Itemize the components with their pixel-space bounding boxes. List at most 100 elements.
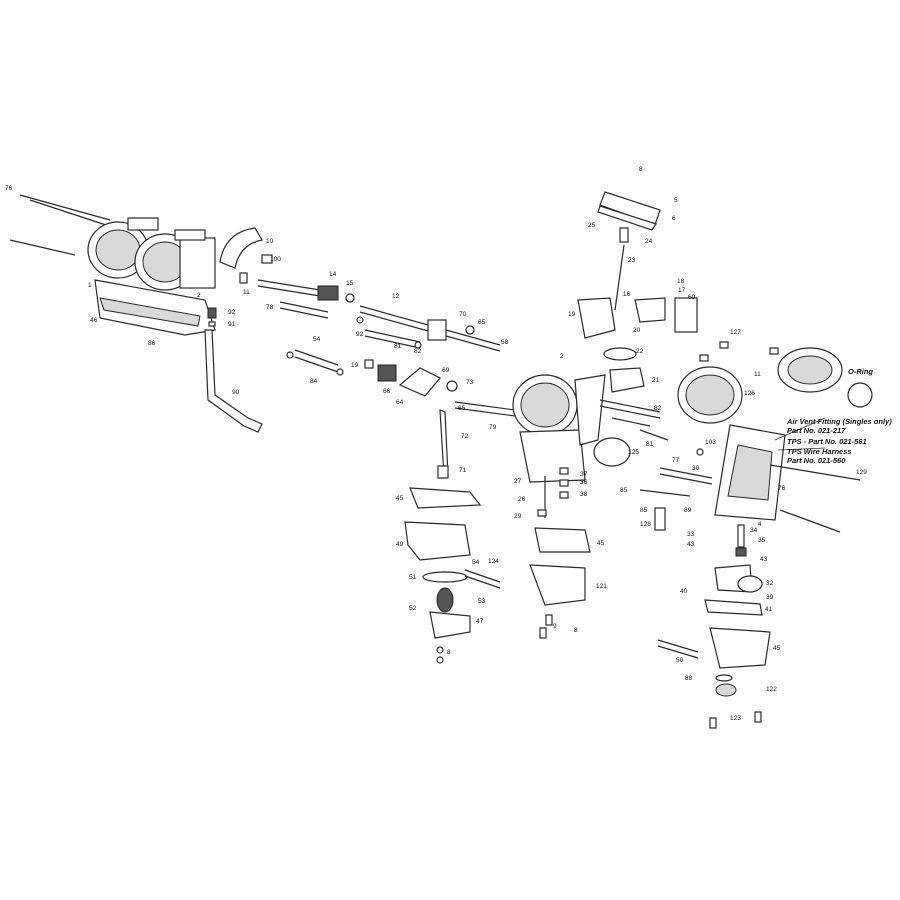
callout-number: 33	[687, 531, 695, 538]
callout-number: 43	[760, 556, 768, 563]
air-vent-part-label: Part No. 021-217	[787, 426, 846, 435]
callout-number: 126	[744, 390, 755, 397]
callout-number: 30	[692, 465, 700, 472]
callout-number: 45	[396, 495, 404, 502]
callout-number: 12	[392, 293, 400, 300]
callout-number: 20	[633, 327, 641, 334]
annotation-notes: O-Ring Air Vent Fitting (Singles only) P…	[786, 367, 892, 465]
callout-number: 18	[677, 278, 685, 285]
callout-number: 45	[773, 645, 781, 652]
callout-number: 36	[580, 479, 588, 486]
tps-harness-label: TPS Wire Harness	[787, 447, 852, 456]
callout-number: 8	[447, 649, 451, 656]
callout-number: 22	[636, 348, 644, 355]
callout-number: 78	[266, 304, 274, 311]
callout-number: 77	[672, 457, 680, 464]
callout-number: 47	[476, 618, 484, 625]
callout-number: 40	[680, 588, 688, 595]
callout-number: 54	[313, 336, 321, 343]
callout-number: 85	[640, 507, 648, 514]
tps-harness-part-label: Part No. 021-560	[787, 456, 846, 465]
callout-number: 8	[574, 627, 578, 634]
callout-number: 2	[560, 353, 564, 360]
callout-number: 71	[459, 467, 467, 474]
callout-number: 70	[459, 311, 467, 318]
callout-number: 37	[580, 471, 588, 478]
callout-number: 100	[270, 256, 281, 263]
callout-number: 127	[730, 329, 741, 336]
single-carburetor-right	[639, 341, 873, 729]
callout-number: 11	[243, 289, 250, 296]
callout-number: 9	[553, 623, 557, 630]
callout-number: 45	[597, 540, 605, 547]
callout-number: 81	[394, 343, 402, 350]
callout-number: 32	[766, 580, 774, 587]
callout-number: 1	[88, 282, 92, 289]
callout-number: 19	[568, 311, 576, 318]
callout-number: 52	[409, 605, 417, 612]
callout-number: 50	[676, 657, 684, 664]
callout-number: 29	[514, 513, 522, 520]
callout-number: 76	[5, 185, 13, 192]
callout-number: 65	[458, 405, 466, 412]
callout-number: 8	[0, 0, 4, 2]
callout-number: 66	[383, 388, 391, 395]
callout-number: 89	[684, 507, 692, 514]
callout-number: 128	[640, 521, 651, 528]
callout-number: 34	[750, 527, 758, 534]
callout-number: 41	[765, 606, 773, 613]
callout-number: 11	[754, 371, 761, 378]
throttle-shafts-left	[257, 279, 355, 319]
callout-number: 69	[442, 367, 450, 374]
callout-number: 90	[232, 389, 240, 396]
callout-number: 85	[620, 487, 628, 494]
callout-number: 17	[678, 287, 686, 294]
twin-carburetor-assembly	[9, 194, 263, 433]
callout-number: 121	[596, 583, 607, 590]
callout-number: 91	[228, 321, 236, 328]
callout-number: 82	[654, 405, 662, 412]
callout-number: 51	[409, 574, 417, 581]
callout-number: 49	[396, 541, 404, 548]
callout-number: 38	[580, 491, 588, 498]
callout-number: 86	[148, 340, 156, 347]
callout-number: 10	[266, 238, 274, 245]
callout-number: 21	[652, 377, 660, 384]
callout-number: 6	[672, 215, 676, 222]
throttle-bracket	[219, 227, 273, 284]
callout-number: 123	[730, 715, 741, 722]
callout-number: 16	[623, 291, 631, 298]
o-ring-label: O-Ring	[848, 367, 873, 376]
callout-number: 129	[856, 469, 867, 476]
callout-number: 84	[310, 378, 318, 385]
callout-number: 65	[478, 319, 486, 326]
callout-number: 60	[688, 294, 696, 301]
callout-number: 92	[356, 331, 364, 338]
callout-number: 4	[758, 521, 762, 528]
callout-number: 125	[628, 449, 639, 456]
air-vent-label: Air Vent Fitting (Singles only)	[786, 417, 892, 426]
callout-number: 2	[197, 292, 201, 299]
callout-number: 88	[685, 675, 693, 682]
tps-label: TPS - Part No. 021-561	[787, 437, 867, 446]
float-bowl-assembly-left	[404, 487, 501, 664]
callout-number: 79	[489, 424, 497, 431]
callout-number: 15	[346, 280, 354, 287]
callout-number: 43	[687, 541, 695, 548]
callout-number: 73	[466, 379, 474, 386]
callout-number: 58	[501, 339, 509, 346]
callout-number: 27	[514, 478, 522, 485]
callout-number: 35	[758, 537, 766, 544]
callout-number: 25	[588, 222, 596, 229]
single-carburetor-center	[512, 191, 698, 639]
callout-number: 103	[705, 439, 716, 446]
callout-number: 24	[645, 238, 653, 245]
callout-number: 8	[639, 166, 643, 173]
callout-number: 26	[518, 496, 526, 503]
callout-number: 5	[674, 197, 678, 204]
callout-number: 14	[329, 271, 337, 278]
callout-labels: 7612468692919010100117814151270655892828…	[0, 0, 867, 722]
callout-number: 72	[461, 433, 469, 440]
callout-number: 81	[646, 441, 654, 448]
callout-number: 23	[628, 257, 636, 264]
